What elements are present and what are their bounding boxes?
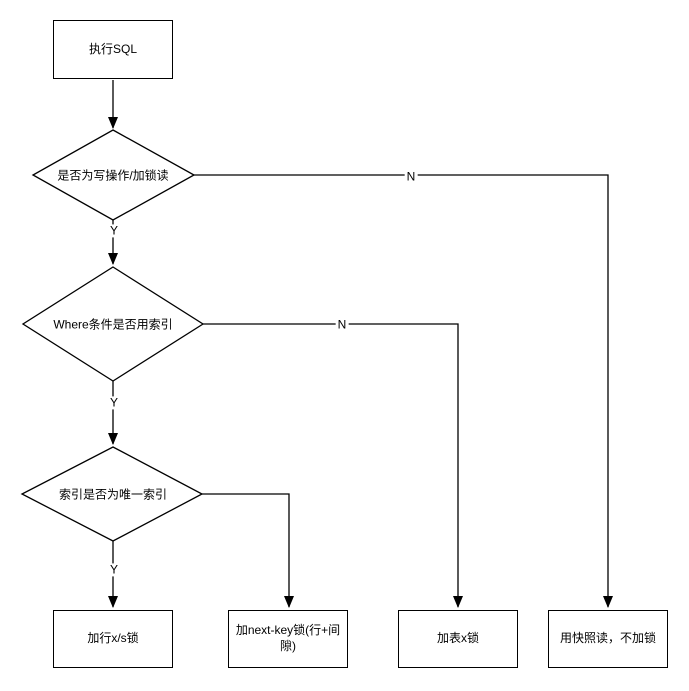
edge-decision3-no-to-next-key-lock xyxy=(202,493,294,608)
result-table-x-lock-node: 加表x锁 xyxy=(398,610,518,668)
start-node: 执行SQL xyxy=(53,20,173,79)
result-snapshot-read-label: 用快照读，不加锁 xyxy=(559,631,656,646)
edge-decision1-no-to-snapshot-read xyxy=(194,174,613,608)
decision-where-uses-index-shape xyxy=(21,266,205,382)
start-node-label: 执行SQL xyxy=(88,41,137,56)
decision2-yes-label: Y xyxy=(107,395,121,410)
decision2-no-label: N xyxy=(335,317,349,332)
decision1-no-label: N xyxy=(404,169,418,184)
result-snapshot-read-node: 用快照读，不加锁 xyxy=(548,610,668,668)
edge-decision2-no-to-table-lock xyxy=(203,323,463,608)
result-table-x-lock-label: 加表x锁 xyxy=(436,631,479,646)
result-row-xs-lock-label: 加行x/s锁 xyxy=(87,631,139,646)
result-next-key-lock-label: 加next-key锁(行+间隙) xyxy=(235,623,341,653)
decision1-yes-label: Y xyxy=(107,223,121,238)
decision-unique-index-label: 索引是否为唯一索引 xyxy=(58,487,168,502)
decision-write-or-lock-read-shape xyxy=(31,129,196,221)
result-next-key-lock-node: 加next-key锁(行+间隙) xyxy=(228,610,348,668)
decision3-yes-label: Y xyxy=(107,562,121,577)
decision-write-or-lock-read-label: 是否为写操作/加锁读 xyxy=(57,168,169,183)
decision-where-uses-index-label: Where条件是否用索引 xyxy=(53,317,173,332)
result-row-xs-lock-node: 加行x/s锁 xyxy=(53,610,173,668)
decision-unique-index-shape xyxy=(20,446,204,542)
